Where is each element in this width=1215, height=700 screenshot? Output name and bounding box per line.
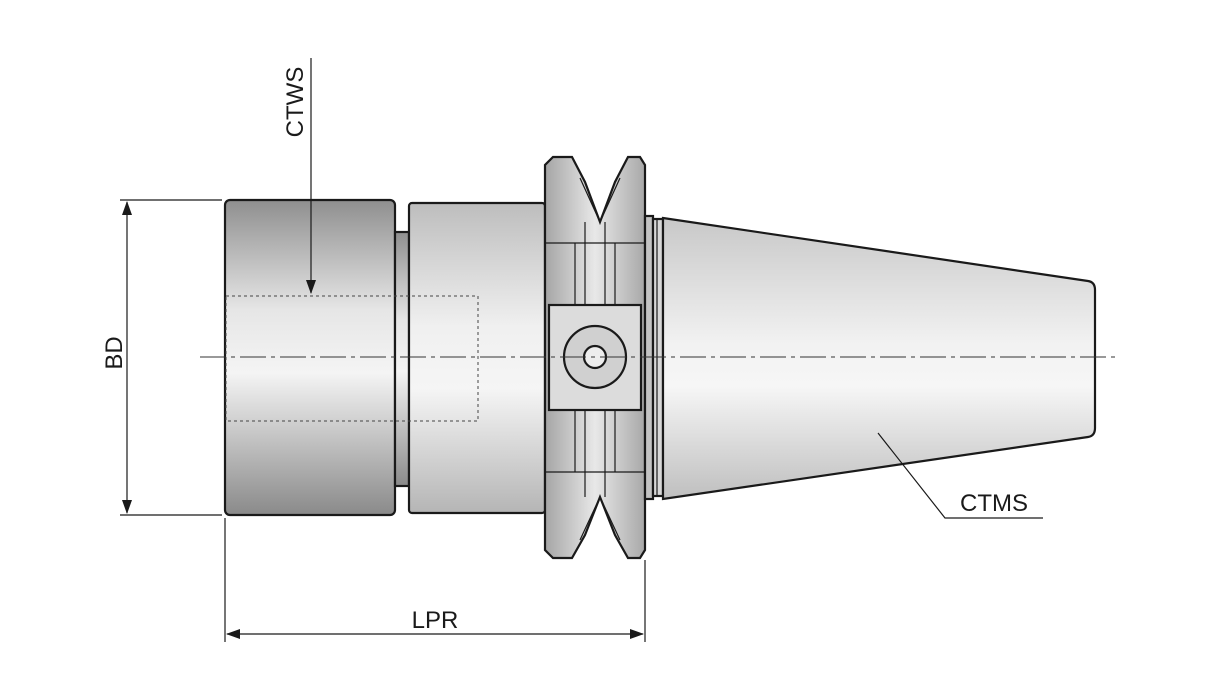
ctws-label: CTWS: [282, 67, 309, 138]
bd-dimension: BD: [101, 199, 222, 516]
holder-body: [407, 201, 547, 515]
lpr-dimension: LPR: [224, 518, 646, 642]
ctms-dimension: CTMS: [877, 432, 1043, 519]
hidden-bore: [225, 295, 479, 422]
ctws-dimension: CTWS: [282, 58, 316, 294]
lpr-label: LPR: [412, 607, 459, 634]
taper-cone: [661, 216, 1097, 501]
neck-ring: [393, 230, 411, 488]
bd-label: BD: [101, 336, 128, 369]
ctms-label: CTMS: [960, 490, 1028, 517]
